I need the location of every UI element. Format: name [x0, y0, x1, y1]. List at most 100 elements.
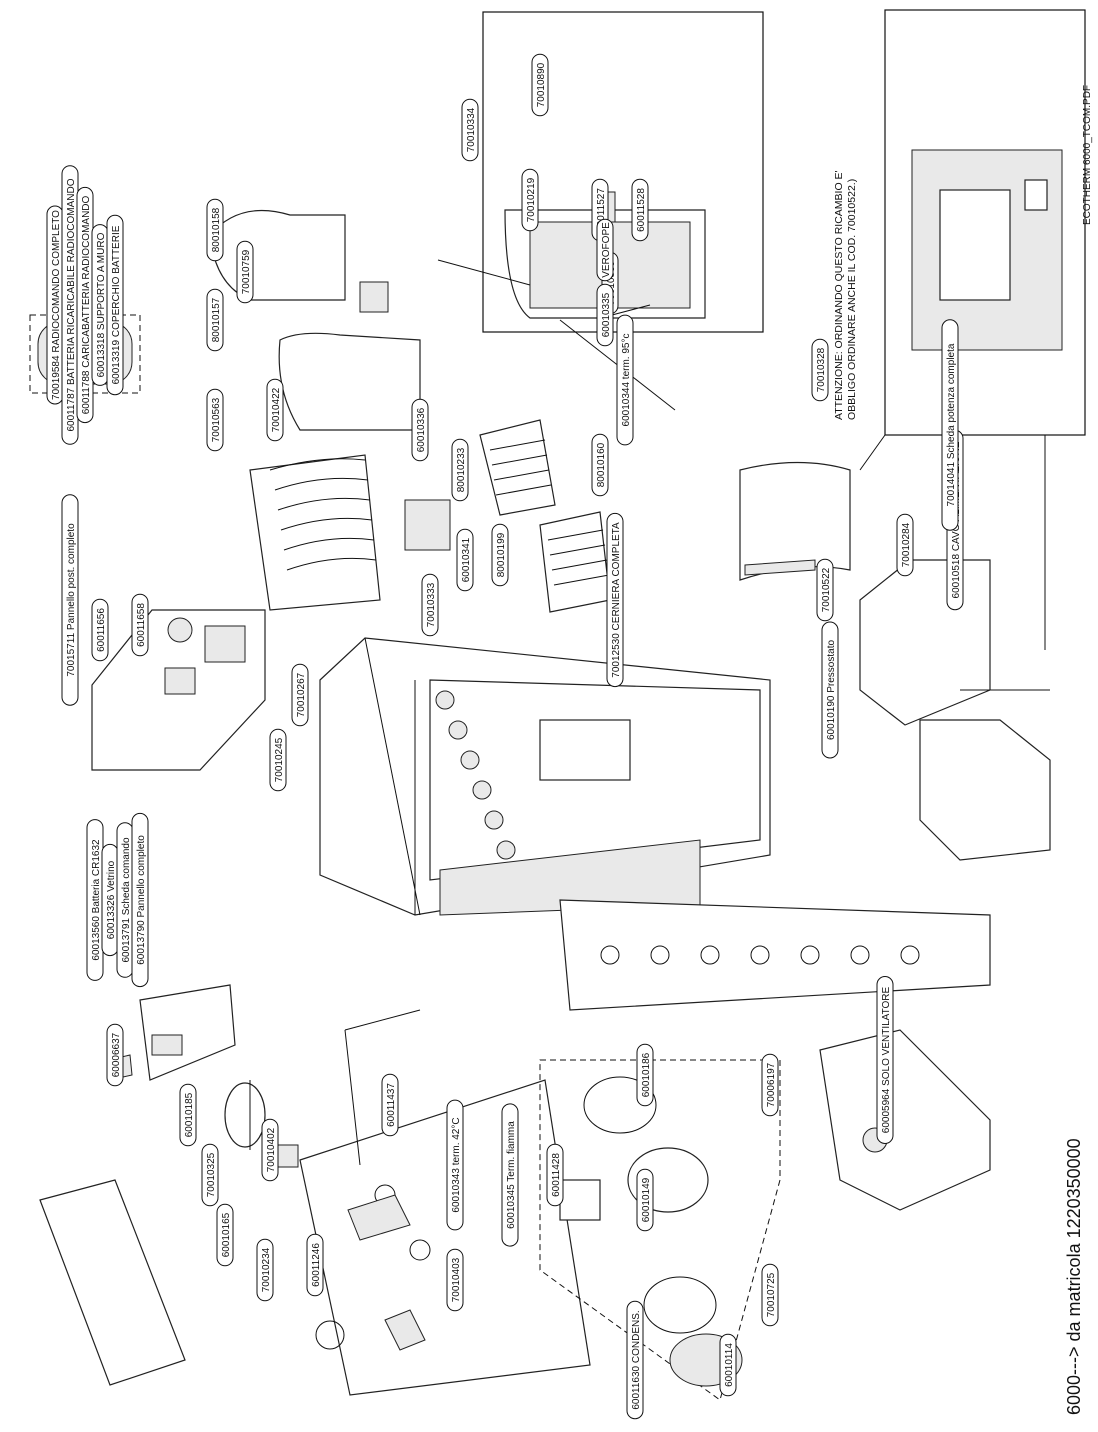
burner-box — [404, 499, 451, 551]
part-label-70010245: 70010245 — [269, 728, 287, 792]
part-label-60010185: 60010185 — [179, 1083, 197, 1147]
part-label-text: 70014041 Scheda potenza completa — [946, 343, 957, 506]
part-label-60013319: 60013319 COPERCHIO BATTERIE — [106, 214, 124, 396]
part-label-text: 60013560 Batteria CR1632 — [91, 839, 102, 961]
footer-model-text: 6000---> da matricola 1220350000 — [1064, 1138, 1084, 1415]
part-label-60010335: 60010335 — [596, 283, 614, 347]
part-label-text: 70010522 — [821, 567, 832, 612]
part-label-text: 70010234 — [261, 1247, 272, 1292]
part-label-70010402: 70010402 — [261, 1118, 279, 1182]
part-label-pill — [266, 378, 284, 442]
part-label-text: 70010333 — [426, 582, 437, 627]
part-label-text: 70010725 — [766, 1272, 777, 1317]
part-label-pill — [61, 494, 79, 706]
part-label-pill — [821, 621, 839, 759]
part-label-text: 60011527 — [596, 188, 607, 232]
part-label-pill — [106, 214, 124, 396]
part-label-text: 60010345 Term. fiamma — [506, 1121, 517, 1229]
part-label-60011528: 60011528 — [631, 178, 649, 242]
part-label-text: 60011656 — [96, 608, 107, 652]
part-label-text: 60005964 SOLO VENTILATORE — [881, 986, 892, 1133]
part-label-60013560: 60013560 Batteria CR1632 — [86, 819, 104, 981]
part-label-80010160: 80010160 — [591, 433, 609, 497]
part-label-text: 80010157 — [211, 297, 222, 342]
top-grille — [249, 454, 381, 611]
part-label-pill — [201, 1143, 219, 1207]
part-label-verofope: VEROFOPE — [596, 218, 614, 282]
long-base-plate — [559, 899, 991, 1011]
part-label-text: 60010341 — [461, 537, 472, 582]
part-label-60010190: 60010190 Pressostato — [821, 621, 839, 759]
part-label-pill — [91, 598, 109, 662]
part-label-60010114: 60010114 — [719, 1333, 737, 1397]
part-label-pill — [631, 178, 649, 242]
part-label-text: 70010422 — [271, 387, 282, 432]
part-label-pill — [461, 98, 479, 162]
part-label-pill — [291, 663, 309, 727]
part-label-60011246: 60011246 — [306, 1233, 324, 1297]
part-label-pill — [761, 1053, 779, 1117]
part-label-pill — [491, 523, 509, 587]
part-label-70010328: 70010328 — [811, 338, 829, 402]
part-label-pill — [521, 168, 539, 232]
part-label-pill — [761, 1263, 779, 1327]
part-label-text: 60010186 — [641, 1052, 652, 1097]
part-label-pill — [446, 1248, 464, 1312]
attention-note: ATTENZIONE: ORDINANDO QUESTO RICAMBIO E'… — [833, 170, 858, 420]
part-label-70010563: 70010563 — [206, 388, 224, 452]
part-label-60010344: 60010344 term. 95°c — [616, 314, 634, 446]
part-label-pill — [179, 1083, 197, 1147]
part-label-70014041: 70014041 Scheda potenza completa — [941, 319, 959, 531]
part-label-70010725: 70010725 — [761, 1263, 779, 1327]
part-label-text: 60010344 term. 95°c — [621, 334, 632, 427]
part-label-text: 70010325 — [206, 1152, 217, 1197]
part-label-60006637: 60006637 — [106, 1023, 124, 1087]
part-label-text: 60011630 CONDENS. — [631, 1310, 642, 1409]
part-label-text: 60010185 — [184, 1092, 195, 1137]
part-label-pill — [719, 1333, 737, 1397]
part-label-70010759: 70010759 — [236, 240, 254, 304]
part-label-pill — [606, 512, 624, 688]
part-label-pill — [206, 198, 224, 262]
part-label-60010186: 60010186 — [636, 1043, 654, 1107]
part-label-pill — [626, 1300, 644, 1420]
part-label-pill — [446, 1099, 464, 1231]
part-label-70010522: 70010522 — [816, 558, 834, 622]
part-label-text: 80010158 — [211, 207, 222, 252]
part-label-70010333: 70010333 — [421, 573, 439, 637]
bracket-small — [359, 281, 389, 313]
part-label-text: 70012530 CERNIERA COMPLETA — [611, 522, 622, 678]
part-label-60011630: 60011630 CONDENS. — [626, 1300, 644, 1420]
part-label-text: 70019584 RADIOCOMANDO COMPLETO — [51, 210, 62, 400]
part-label-pill — [596, 283, 614, 347]
part-label-pill — [596, 218, 614, 282]
part-label-pill — [206, 388, 224, 452]
power-board-box — [884, 9, 1086, 436]
rear-panel-switch — [204, 625, 246, 663]
part-label-pill — [811, 338, 829, 402]
part-label-80010233: 80010233 — [451, 438, 469, 502]
part-label-text: 70010402 — [266, 1127, 277, 1172]
part-label-pill — [876, 976, 894, 1144]
rear-panel-knob — [167, 617, 193, 643]
part-label-pill — [216, 1203, 234, 1267]
part-label-text: 60011788 CARICABATTERIA RADIOCOMANDO — [81, 195, 92, 414]
part-label-pill — [941, 319, 959, 531]
part-label-pill — [546, 1143, 564, 1207]
part-label-60005964: 60005964 SOLO VENTILATORE — [876, 976, 894, 1144]
part-label-60010341: 60010341 — [456, 528, 474, 592]
part-label-text: 70006197 — [766, 1062, 777, 1107]
part-label-60013326: 60013326 Vetrino — [101, 843, 119, 957]
part-label-text: 60010336 — [416, 407, 427, 452]
part-label-80010158: 80010158 — [206, 198, 224, 262]
part-label-80010157: 80010157 — [206, 288, 224, 352]
part-label-60011428: 60011428 — [546, 1143, 564, 1207]
part-label-pill — [131, 812, 149, 988]
part-label-text: 60010190 Pressostato — [826, 640, 837, 741]
part-label-pill — [261, 1118, 279, 1182]
part-label-text: 70010267 — [296, 672, 307, 717]
part-label-70010325: 70010325 — [201, 1143, 219, 1207]
part-label-70010267: 70010267 — [291, 663, 309, 727]
part-label-text: 60013790 Pannello completo — [136, 835, 147, 965]
